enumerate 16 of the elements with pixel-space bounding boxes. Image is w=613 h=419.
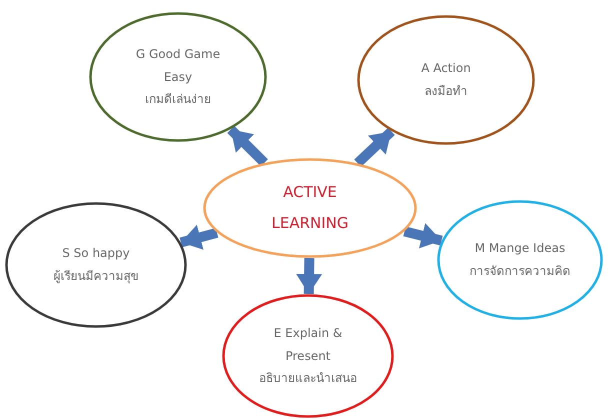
block-arrow (354, 128, 395, 167)
block-arrow (227, 126, 268, 166)
node-text: การจัดการความคิด (470, 263, 570, 280)
node-text: ลงมือทำ (424, 83, 468, 100)
node-text: A Action (421, 60, 471, 78)
node-text: ACTIVE LEARNING (270, 182, 350, 234)
node-text: ผู้เรียนมีความสุข (54, 268, 138, 286)
block-arrow (403, 223, 443, 248)
node-text: M Mange Ideas (474, 240, 566, 258)
node-text: อธิบายและนำเสนอ (259, 370, 357, 388)
node-text: เกมดีเล่นง่าย (145, 91, 211, 108)
node-text: S So happy (62, 245, 130, 262)
block-arrow (296, 258, 322, 294)
node-text: E Explain & Present (272, 324, 344, 365)
node-text: G Good Game Easy (134, 46, 222, 86)
block-arrow (180, 224, 218, 250)
